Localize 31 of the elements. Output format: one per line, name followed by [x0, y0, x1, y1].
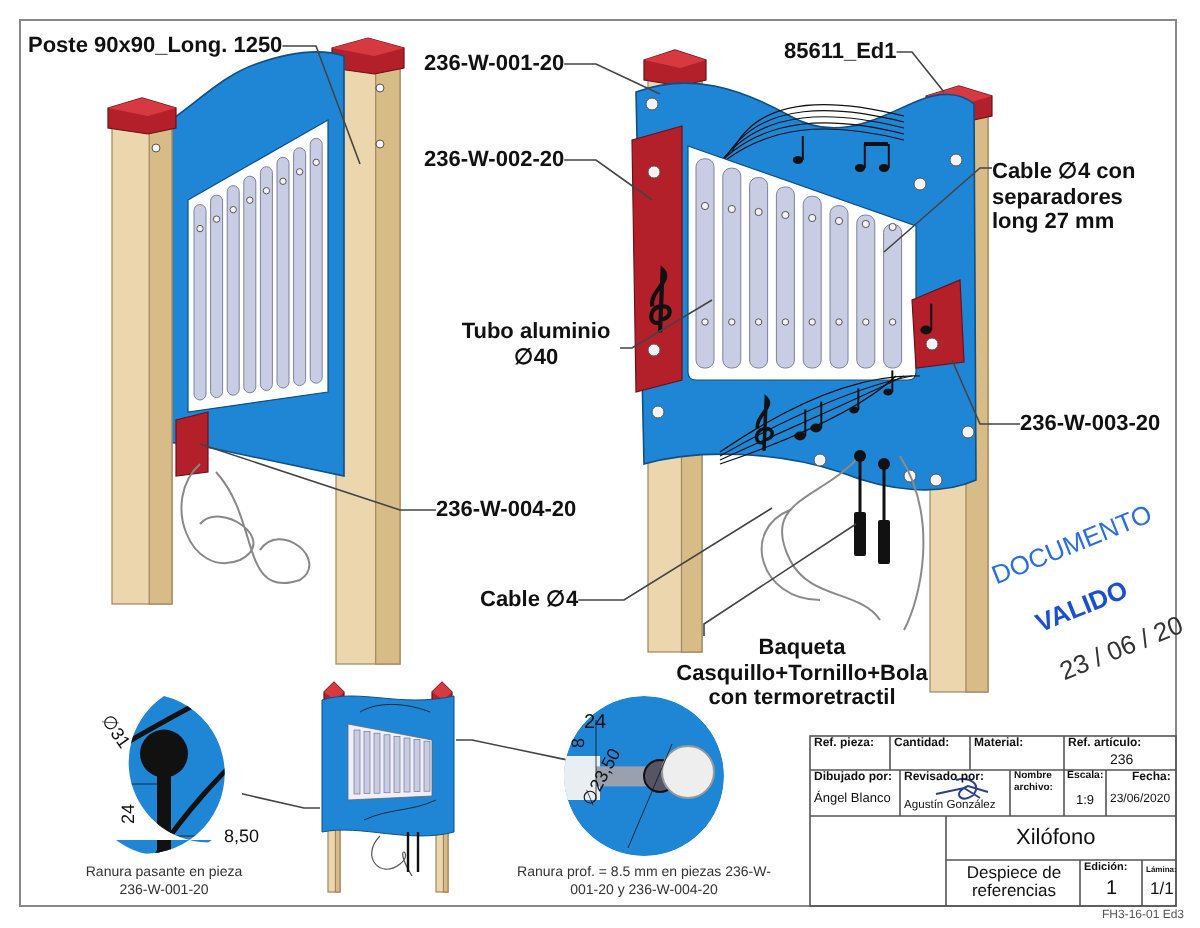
callout-label: 236-W-004-20: [436, 498, 577, 524]
callout-label: Tubo aluminio ∅40: [452, 320, 620, 371]
dimension-label: 8: [570, 737, 590, 748]
dimension-label: 8,50: [224, 828, 260, 848]
callout-label: 85611_Ed1: [784, 40, 897, 66]
subtitle-text: Despiece de referencias: [964, 864, 1064, 902]
leader-line: [563, 159, 653, 201]
leader-line: [951, 359, 1021, 425]
leader-line: [703, 523, 857, 637]
dimension-label: 24: [120, 803, 140, 824]
leader-line: [199, 443, 437, 511]
leader-line: [563, 63, 661, 95]
leader-line: [619, 299, 713, 349]
dimension-label: 24: [584, 712, 607, 734]
title-text: Xilófono: [1016, 826, 1096, 851]
leader-line: [895, 51, 945, 93]
leader-line: [577, 507, 773, 601]
leader-line: [883, 167, 993, 253]
xylophone-front-view-drawing: [320, 680, 456, 896]
callout-label: 236-W-003-20: [1020, 412, 1161, 438]
callout-label: Baqueta Casquillo+Tornillo+Bola con termoretractil: [660, 636, 944, 712]
callout-label: 236-W-002-20: [424, 148, 565, 174]
field-value: 1/1: [1150, 880, 1174, 899]
leader-line: [455, 739, 567, 761]
callout-label: 236-W-001-20: [424, 52, 565, 78]
field-value: 1: [1106, 878, 1118, 900]
callout-label: Cable ∅4: [480, 588, 579, 614]
callout-label: Poste 90x90_Long. 1250: [28, 34, 283, 60]
callout-label: Cable ∅4 con separadores long 27 mm: [992, 160, 1172, 236]
leader-line: [241, 793, 321, 809]
leader-line: [281, 45, 361, 165]
